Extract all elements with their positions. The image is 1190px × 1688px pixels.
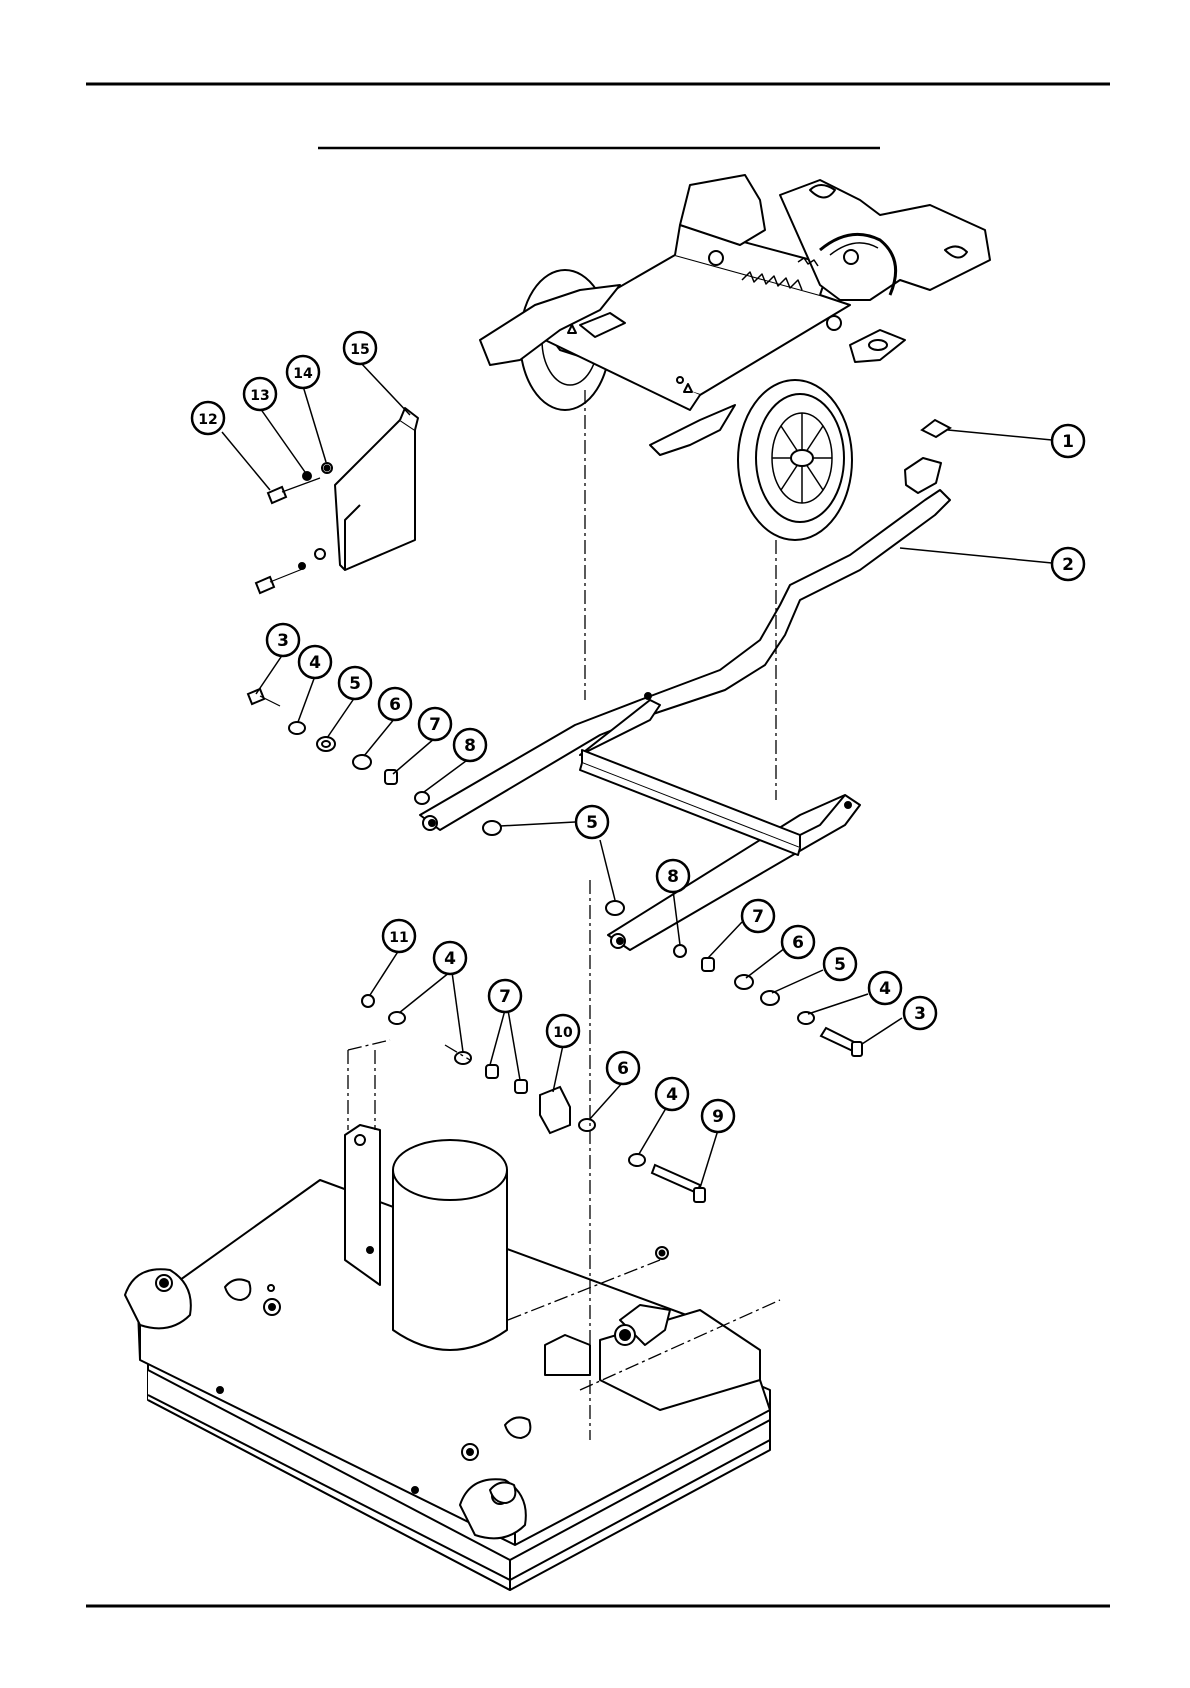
- callout-c4b: 4: [434, 942, 466, 974]
- callout-label: 6: [617, 1059, 629, 1079]
- callout-label: 2: [1062, 555, 1074, 575]
- callout-label: 13: [250, 388, 269, 404]
- cross-bar: [582, 750, 800, 848]
- right-fender: [650, 405, 735, 455]
- corner-roller-left: [125, 1269, 191, 1328]
- callout-c9: 9: [702, 1100, 734, 1132]
- callout-c6a: 6: [379, 688, 411, 720]
- callout-c5c: 5: [824, 948, 856, 980]
- callout-c4a: 4: [299, 646, 331, 678]
- callout-label: 5: [586, 813, 598, 833]
- callout-label: 1: [1062, 432, 1074, 452]
- callout-c7c: 7: [489, 980, 521, 1012]
- front-wheel: [738, 380, 852, 540]
- callout-label: 4: [879, 979, 891, 999]
- callout-c4c: 4: [869, 972, 901, 1004]
- part-1-clip: [922, 420, 950, 437]
- side-cover-plate: [335, 408, 418, 570]
- motor-housing: [393, 1140, 507, 1350]
- callout-c3b: 3: [904, 997, 936, 1029]
- callout-label: 3: [277, 631, 289, 651]
- callout-c1: 1: [1052, 425, 1084, 457]
- callout-c11: 11: [383, 920, 415, 952]
- callout-c8a: 8: [454, 729, 486, 761]
- callout-label: 8: [464, 736, 476, 756]
- callout-label: 9: [712, 1107, 724, 1127]
- callout-c8b: 8: [657, 860, 689, 892]
- callout-label: 11: [389, 930, 408, 946]
- callout-label: 4: [444, 949, 456, 969]
- callout-c10: 10: [547, 1015, 579, 1047]
- callout-label: 7: [429, 715, 441, 735]
- motor-base: [125, 1125, 770, 1590]
- callout-c12: 12: [192, 402, 224, 434]
- callout-c4d: 4: [656, 1078, 688, 1110]
- callout-c6b: 6: [782, 926, 814, 958]
- callout-c7a: 7: [419, 708, 451, 740]
- callout-c2: 2: [1052, 548, 1084, 580]
- callout-c13: 13: [244, 378, 276, 410]
- callout-c5a: 5: [339, 667, 371, 699]
- callout-c7b: 7: [742, 900, 774, 932]
- callout-label: 5: [834, 955, 846, 975]
- callout-label: 3: [914, 1004, 926, 1024]
- callout-c14: 14: [287, 356, 319, 388]
- callout-c3a: 3: [267, 624, 299, 656]
- callout-label: 7: [752, 907, 764, 927]
- callout-label: 14: [293, 366, 313, 382]
- callout-label: 6: [389, 695, 401, 715]
- motor-bracket: [345, 1125, 380, 1285]
- callout-label: 4: [309, 653, 321, 673]
- callout-label: 4: [666, 1085, 678, 1105]
- callout-c15: 15: [344, 332, 376, 364]
- callout-label: 15: [350, 342, 369, 358]
- callout-label: 8: [667, 867, 679, 887]
- callout-label: 5: [349, 674, 361, 694]
- callout-label: 10: [553, 1025, 573, 1041]
- callout-label: 7: [499, 987, 511, 1007]
- callout-c5b: 5: [576, 806, 608, 838]
- callout-label: 6: [792, 933, 804, 953]
- side-plate-hardware: [256, 463, 332, 593]
- callout-label: 12: [198, 412, 217, 428]
- callout-c6c: 6: [607, 1052, 639, 1084]
